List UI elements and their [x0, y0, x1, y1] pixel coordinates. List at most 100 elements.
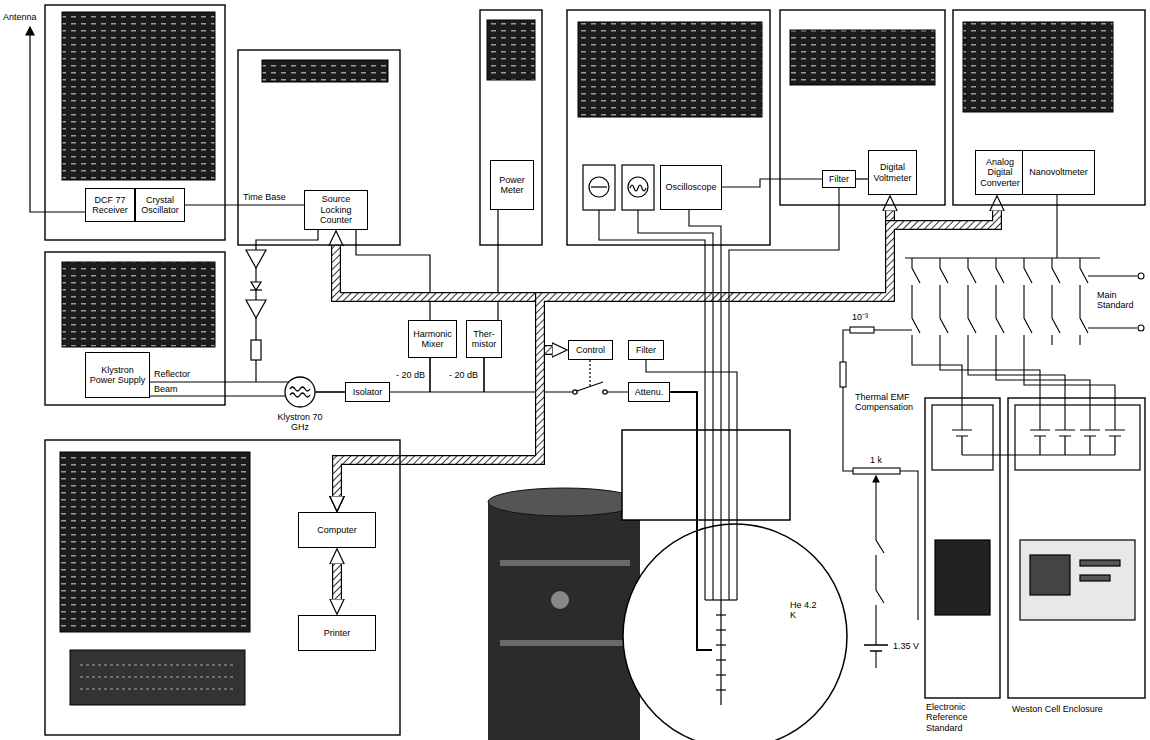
- instrument-panel: [780, 10, 945, 205]
- annotation-label: Beam: [154, 384, 178, 394]
- wire: [729, 188, 839, 600]
- instrument-screen: [487, 20, 535, 80]
- signal-wire: [356, 230, 430, 320]
- signal-wire: [498, 210, 499, 320]
- klystron-lead: [150, 381, 289, 382]
- antenna-lead: [26, 27, 34, 35]
- reference-cells: [1080, 575, 1110, 581]
- box-label: Isolator: [353, 387, 383, 397]
- instrument-screen: [578, 22, 762, 117]
- switch-bank: [1138, 273, 1144, 279]
- keyboard: [70, 650, 245, 705]
- waveguide: [429, 358, 431, 392]
- compensation-circuit: [875, 651, 876, 668]
- wire: [718, 179, 822, 187]
- josephson-array: [716, 644, 726, 645]
- klystron-lead: [150, 382, 289, 396]
- data-bus: [337, 564, 338, 599]
- box-label: Nanovoltmeter: [1029, 167, 1088, 177]
- sample-photo: [488, 488, 640, 740]
- annotation-label: Main Standard: [1097, 290, 1145, 311]
- box-label: Filter: [829, 174, 849, 184]
- annotation-label: Reflector: [154, 369, 190, 379]
- box-label: Ther- mistor: [470, 329, 498, 350]
- instrument-box: Klystron Power Supply: [85, 352, 150, 398]
- waveguide: [483, 358, 485, 392]
- josephson-array: [716, 629, 726, 630]
- box-label: Crystal Oscillator: [139, 195, 181, 216]
- instrument-screen: [62, 12, 215, 180]
- compensation-circuit: [850, 327, 874, 333]
- annotation-label: Weston Cell Enclosure: [1012, 704, 1103, 714]
- crt-symbol: [628, 177, 648, 197]
- box-label: Attenu.: [635, 387, 664, 397]
- wire: [670, 392, 712, 650]
- switch-bank: [905, 195, 1144, 430]
- bus-outline: [337, 350, 552, 496]
- sample-photo: [500, 560, 630, 566]
- instrument-box: Filter: [822, 170, 856, 188]
- data-bus: [337, 211, 890, 496]
- crt-symbol: [583, 165, 615, 210]
- box-label: Oscilloscope: [665, 182, 716, 192]
- reference-cells: [1030, 430, 1050, 455]
- instrument-box: Crystal Oscillator: [135, 188, 185, 222]
- keyboard: [70, 650, 245, 705]
- klystron-symbol: [290, 393, 310, 397]
- instrument-panel: [45, 440, 400, 735]
- phase-lock-chain: [246, 250, 266, 268]
- annotation-label: Thermal EMF Compensation: [855, 392, 921, 413]
- josephson-array: [705, 600, 737, 705]
- klystron-symbol: [285, 377, 315, 407]
- reference-cells: [1080, 430, 1100, 455]
- signal-wire: [185, 204, 304, 205]
- phase-lock-chain: [255, 360, 256, 382]
- data-bus: [337, 350, 552, 496]
- instrument-box: Attenu.: [628, 382, 670, 402]
- signal-wire: [497, 210, 498, 320]
- switch-bank: [1088, 275, 1137, 276]
- switch-bank: [905, 257, 1100, 258]
- crt-symbol: [583, 165, 654, 210]
- waveguide: [315, 391, 345, 393]
- instrument-box: Nanovoltmeter: [1022, 150, 1095, 195]
- phase-lock-chain: [251, 340, 261, 360]
- switch-symbol: [589, 360, 590, 386]
- annotation-label: He 4.2 K: [790, 600, 820, 621]
- instrument-panel: [238, 50, 400, 245]
- reference-cells: [1015, 405, 1140, 470]
- instrument-screen: [790, 30, 935, 85]
- instrument-screen: [963, 22, 1113, 112]
- waveguide: [315, 358, 484, 392]
- box-label: DCF 77 Receiver: [89, 195, 131, 216]
- instrument-box: Digital Voltmeter: [868, 150, 917, 195]
- box-label: Klystron Power Supply: [89, 365, 146, 386]
- switch-symbol: [577, 382, 603, 391]
- signal-wire: [356, 230, 430, 320]
- instrument-box: Source Locking Counter: [304, 190, 368, 230]
- reference-cells: [962, 454, 1115, 455]
- switch-bank: [1080, 258, 1088, 345]
- box-label: Control: [576, 345, 605, 355]
- compensation-circuit: [874, 329, 912, 330]
- annotation-label: Klystron 70 GHz: [276, 412, 324, 433]
- switch-symbol: [603, 390, 607, 394]
- box-label: Filter: [636, 345, 656, 355]
- signal-wire: [185, 205, 304, 206]
- annotation-label: Antenna: [3, 12, 37, 22]
- phase-lock-chain: [255, 290, 256, 300]
- josephson-array: [716, 614, 726, 615]
- instrument-box: DCF 77 Receiver: [85, 188, 135, 222]
- instrument-screen: [262, 60, 388, 82]
- compensation-circuit: [840, 327, 918, 668]
- box-label: Analog Digital Converter: [979, 157, 1021, 188]
- instrument-box: Isolator: [345, 382, 390, 402]
- switch-bank: [1052, 258, 1060, 345]
- josephson-array: [716, 674, 726, 675]
- reference-cells: [932, 405, 1140, 620]
- wire: [638, 210, 713, 600]
- box-label: Harmonic Mixer: [412, 329, 453, 350]
- instrument-panel: [1008, 398, 1145, 698]
- reference-cells: [1055, 430, 1075, 455]
